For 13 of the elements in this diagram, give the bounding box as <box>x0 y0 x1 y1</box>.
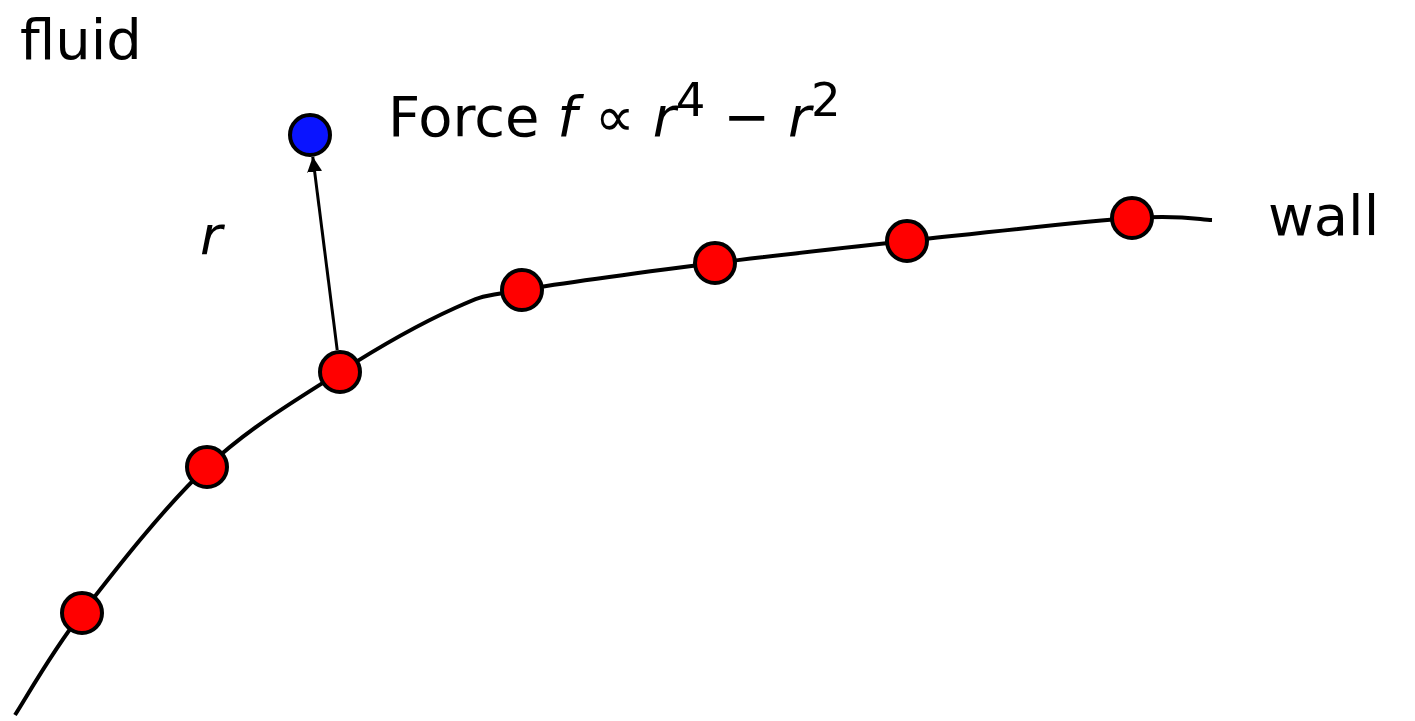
particle-circle <box>885 219 929 263</box>
arrow <box>307 156 339 351</box>
edge-label: r <box>200 208 223 263</box>
particle-circle <box>1110 196 1154 240</box>
formula-label: Force f ∝ r$^{4}$ − r$^{2}$ <box>388 77 841 145</box>
text-label: wall <box>1268 188 1380 244</box>
particle-circle <box>500 268 544 312</box>
text-label: fluid <box>20 12 142 68</box>
particle-circle <box>60 591 104 635</box>
particle-circle <box>185 445 229 489</box>
particle-circle <box>318 350 362 394</box>
particle-circle <box>288 113 332 157</box>
particle-circle <box>693 241 737 285</box>
